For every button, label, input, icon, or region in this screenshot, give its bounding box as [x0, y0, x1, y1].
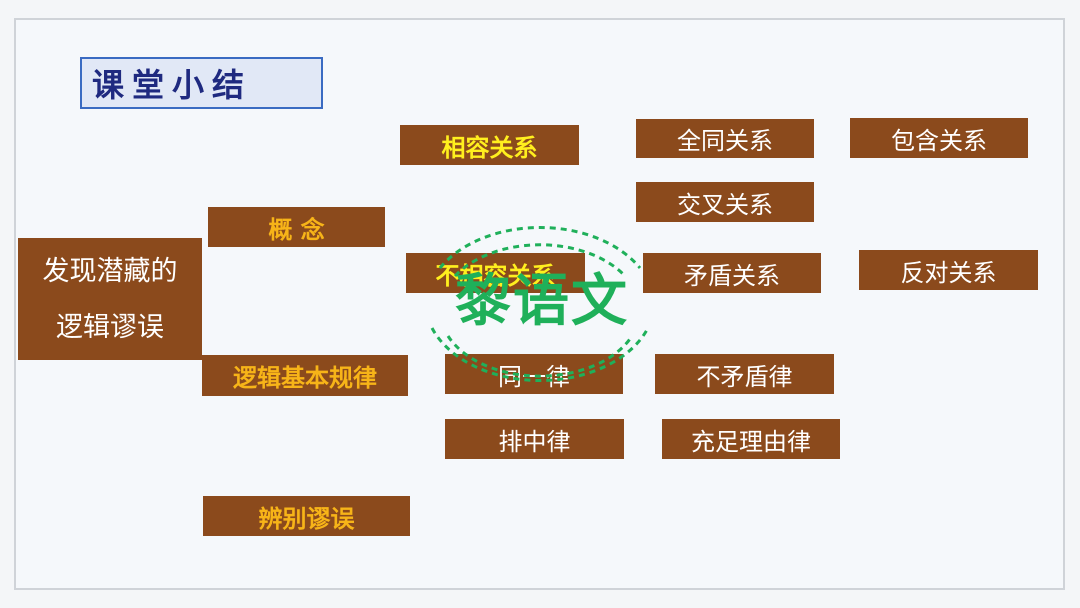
- node-inclusion-relation: 包含关系: [850, 118, 1028, 158]
- branch-logic-laws: 逻辑基本规律: [202, 355, 408, 396]
- node-law-excluded-middle: 排中律: [445, 419, 624, 459]
- node-compatible-relation: 相容关系: [400, 125, 579, 165]
- branch-concept: 概 念: [208, 207, 385, 247]
- node-law-non-contradiction: 不矛盾律: [655, 354, 834, 394]
- node-contradictory-relation: 矛盾关系: [643, 253, 821, 293]
- node-contrary-relation: 反对关系: [859, 250, 1038, 290]
- watermark-text: 黎语文: [455, 269, 629, 334]
- root-node: 发现潜藏的 逻辑谬误: [18, 238, 202, 360]
- root-line-2: 逻辑谬误: [56, 312, 164, 343]
- node-identical-relation: 全同关系: [636, 119, 814, 158]
- root-line-1: 发现潜藏的: [42, 256, 178, 287]
- branch-identify-fallacies: 辨别谬误: [203, 496, 410, 536]
- watermark-seal: [430, 226, 650, 383]
- node-incompatible-relation: 不相容关系: [406, 253, 585, 293]
- page-title-text: 课堂小结: [92, 66, 253, 104]
- node-intersecting-relation: 交叉关系: [636, 182, 814, 222]
- page-title: 课堂小结: [80, 57, 323, 109]
- node-law-sufficient-reason: 充足理由律: [662, 419, 840, 459]
- node-law-identity: 同一律: [445, 354, 623, 394]
